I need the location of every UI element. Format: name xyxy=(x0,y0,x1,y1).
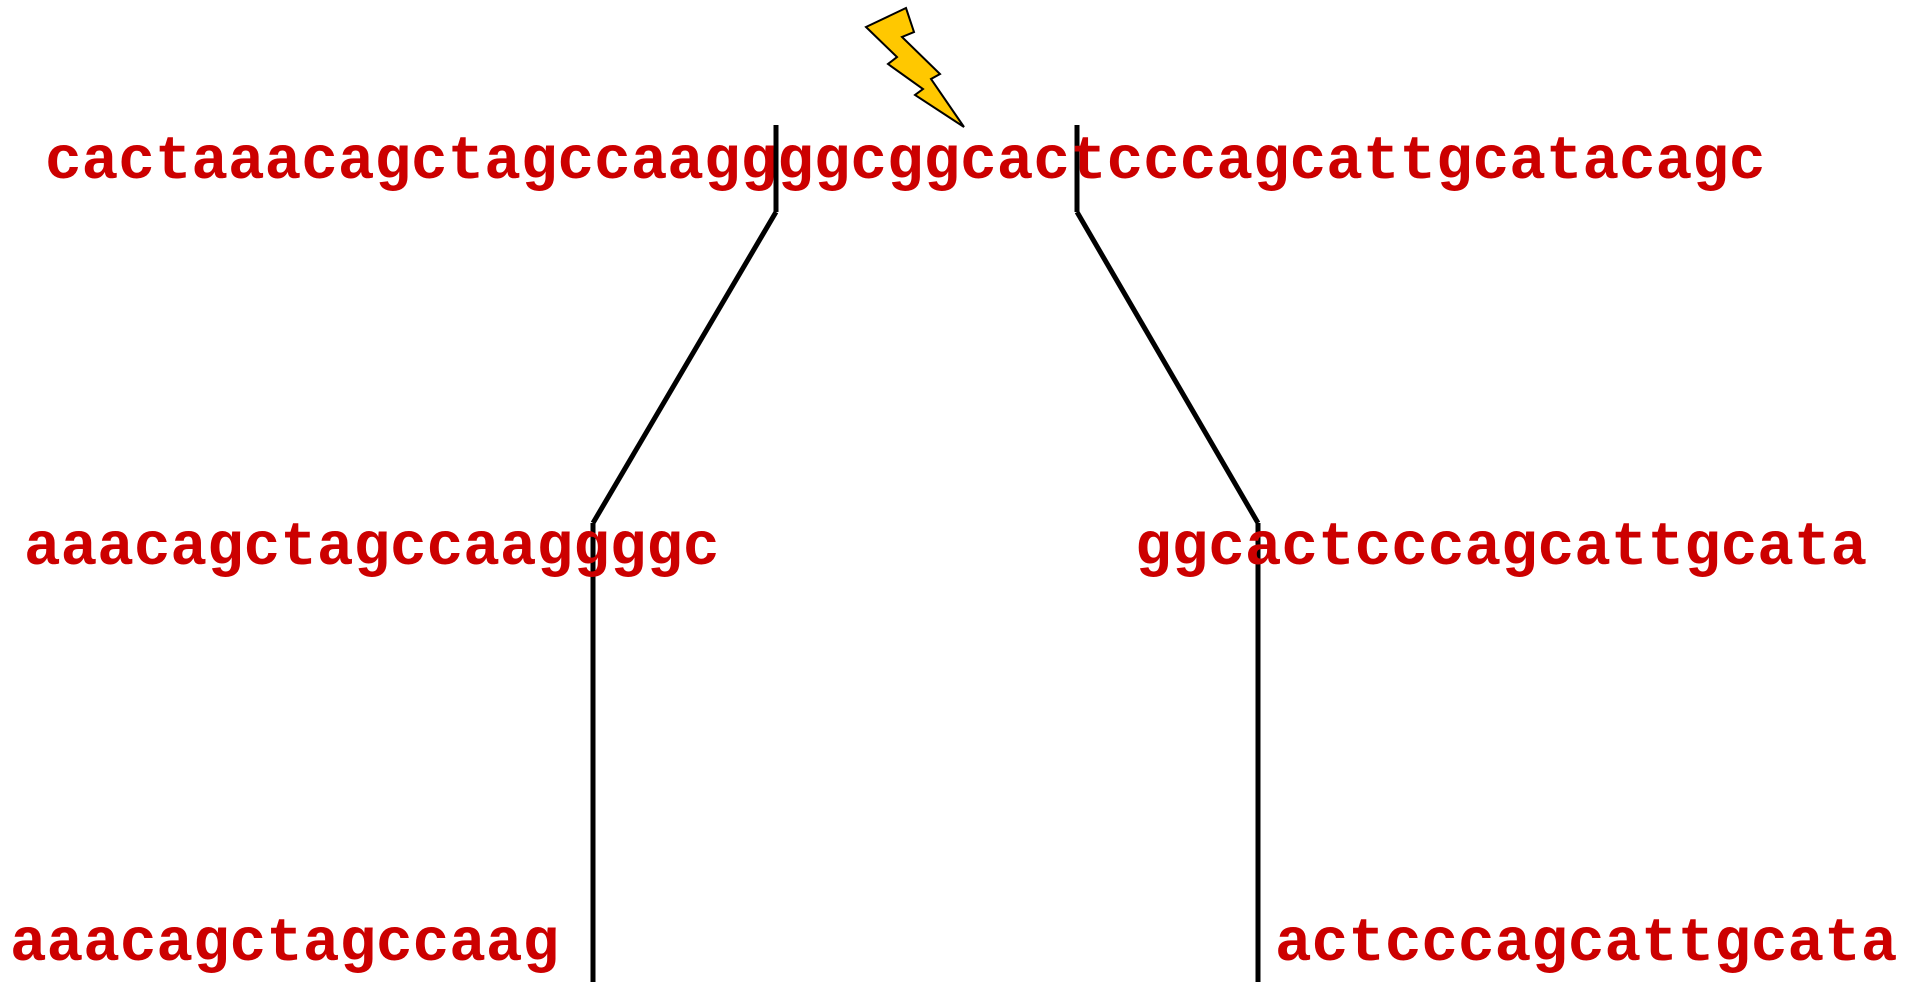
left-diagonal-connector xyxy=(590,210,779,525)
full-sequence: cactaaacagctagccaaggggcggcactcccagcattgc… xyxy=(45,128,1766,197)
right-diagonal-connector xyxy=(1074,210,1261,525)
right-fragment-sequence: ggcactcccagcattgcata xyxy=(1135,514,1868,583)
left-trimmed-sequence: aaacagctagccaag xyxy=(10,910,560,979)
left-fragment-sequence: aaacagctagccaaggggc xyxy=(24,514,720,583)
lightning-bolt-icon xyxy=(864,6,965,128)
right-trimmed-sequence: actcccagcattgcata xyxy=(1275,910,1898,979)
